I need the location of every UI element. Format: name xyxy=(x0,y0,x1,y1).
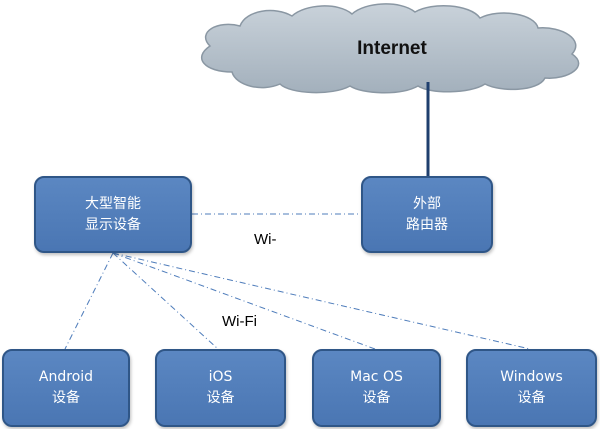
router-line2: 路由器 xyxy=(406,216,448,233)
ios-device-node: iOS 设备 xyxy=(155,349,286,427)
smart-display-line2: 显示设备 xyxy=(85,216,141,233)
link-to-windows xyxy=(112,252,531,350)
windows-line2: 设备 xyxy=(517,390,546,406)
link-to-macos xyxy=(112,252,376,350)
smart-display-line1: 大型智能 xyxy=(85,195,141,212)
windows-device-node: Windows 设备 xyxy=(466,349,597,427)
display-device-links xyxy=(64,252,531,350)
macos-device-node: Mac OS 设备 xyxy=(312,349,441,427)
link-to-ios xyxy=(112,252,219,350)
windows-line1: Windows xyxy=(500,369,563,385)
android-line1: Android xyxy=(38,369,94,385)
wifi-label-devices: Wi-Fi xyxy=(222,313,257,330)
router-node: 外部 路由器 xyxy=(361,176,493,253)
android-line2: 设备 xyxy=(52,390,80,406)
router-line1: 外部 xyxy=(413,195,441,212)
internet-cloud xyxy=(200,3,580,94)
macos-line2: 设备 xyxy=(362,390,391,406)
internet-label: Internet xyxy=(357,38,427,59)
macos-line1: Mac OS xyxy=(350,369,403,385)
ios-line2: 设备 xyxy=(206,390,235,406)
android-device-node: Android 设备 xyxy=(2,349,130,427)
link-to-android xyxy=(64,252,114,350)
wifi-label-top: Wi- xyxy=(254,231,277,248)
smart-display-node: 大型智能 显示设备 xyxy=(34,176,192,253)
ios-line1: iOS xyxy=(208,369,233,385)
